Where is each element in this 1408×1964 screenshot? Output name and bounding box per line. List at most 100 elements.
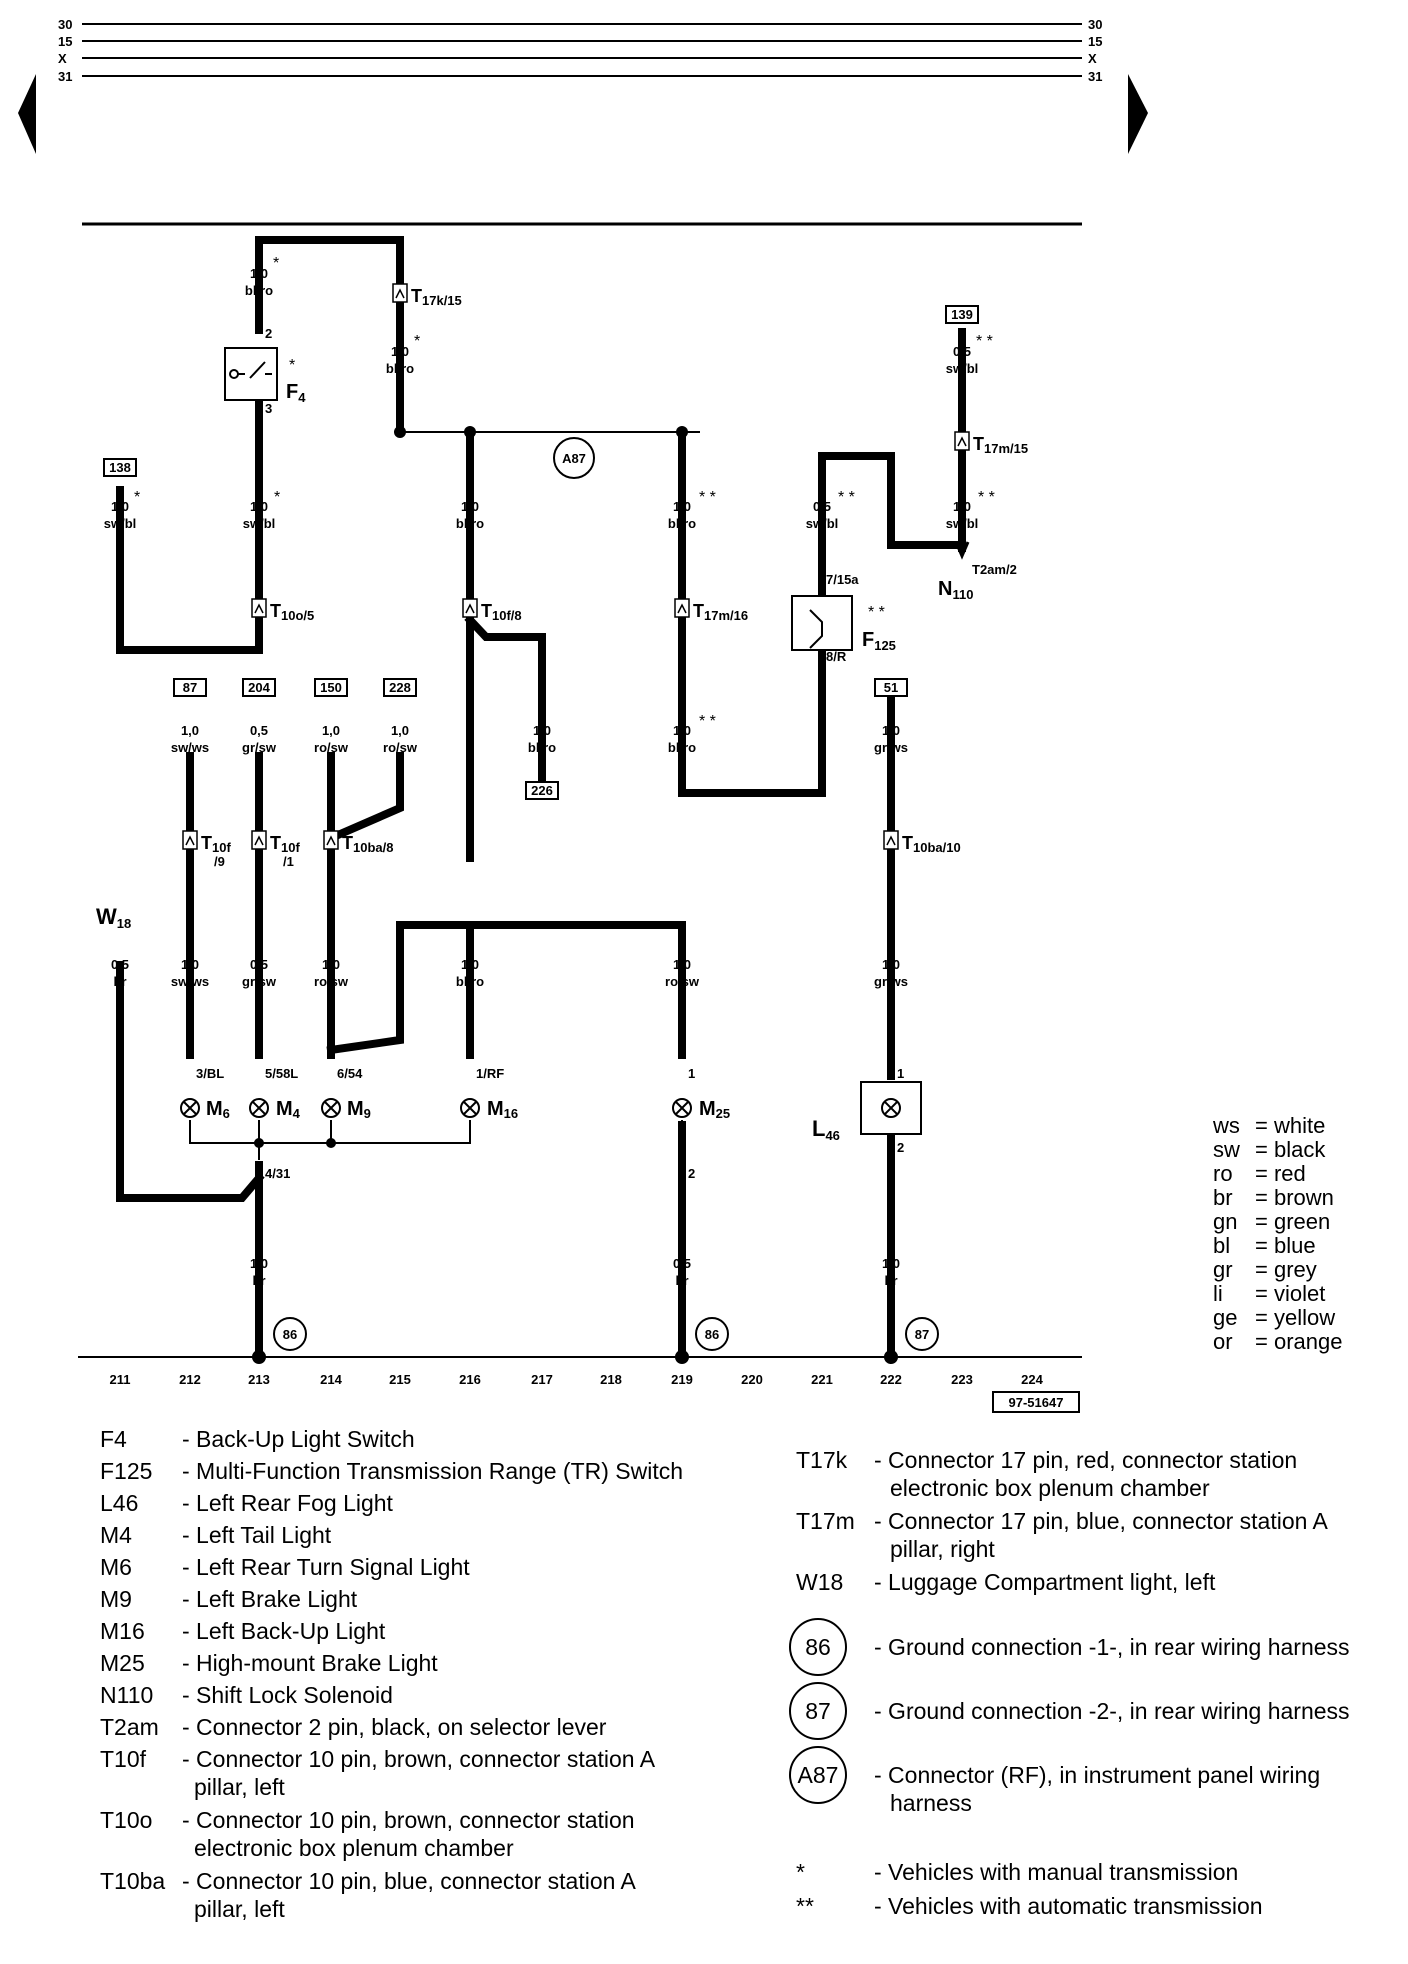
wire-label-size: 1,0: [181, 723, 199, 738]
next-page-arrow-icon[interactable]: [1128, 74, 1148, 154]
wire-label-color: gr/sw: [242, 740, 277, 755]
rail-label-31-right: 31: [1088, 69, 1102, 84]
connector-t10f1-pin: /1: [283, 854, 294, 869]
connector-t10f8-icon: [462, 598, 478, 618]
legend-connector-a87-text: A87: [798, 1762, 839, 1788]
diagram-id-box: [992, 1391, 1080, 1413]
connector-t10ba10-icon: [883, 830, 899, 850]
wire-label-size: 1,0: [953, 499, 971, 514]
connector-t10o5-label: T10o/5: [270, 601, 314, 623]
legend-entry-ground-87: - Ground connection -2-, in rear wiring …: [874, 1698, 1350, 1724]
position-number: 219: [671, 1372, 693, 1387]
color-key-row: ro= red: [1213, 1161, 1306, 1186]
auto-trans-mark: * *: [699, 489, 716, 506]
previous-page-arrow-icon[interactable]: [18, 74, 36, 154]
wire-label-size: 1,0: [461, 957, 479, 972]
wire-label-size: 1,0: [673, 723, 691, 738]
component-m16-label: M16: [487, 1098, 518, 1121]
pin-label: 8/R: [826, 649, 847, 664]
f125-switch-symbol: [791, 595, 853, 651]
n110-solenoid-symbol: [954, 541, 970, 560]
wire-label-size: 1,0: [250, 499, 268, 514]
color-key-row: br= brown: [1213, 1185, 1334, 1210]
ground-86-circle-b: [695, 1317, 729, 1351]
connector-t10f9-icon: [182, 830, 198, 850]
ref-box-51: [874, 678, 908, 697]
wire-label-color: br: [253, 1273, 266, 1288]
connector-a87-label: A87: [562, 451, 586, 466]
connector-t10f9-label: T10f: [201, 833, 231, 855]
wire-label-color: bl/ro: [456, 516, 484, 531]
position-number: 216: [459, 1372, 481, 1387]
pin-label: 1: [688, 1066, 695, 1081]
wire-label-color: ro/sw: [314, 740, 349, 755]
legend-entry-connector-a87: - Connector (RF), in instrument panel wi…: [874, 1762, 1321, 1788]
wire-label-color: bl/ro: [668, 740, 696, 755]
component-n110-label: N110: [938, 578, 973, 602]
wire-label-size: 0,5: [250, 723, 268, 738]
position-number: 217: [531, 1372, 553, 1387]
ground-86-circle-a: [273, 1317, 307, 1351]
ground-86-label-b: 86: [705, 1327, 719, 1342]
ground-87-circle: [905, 1317, 939, 1351]
position-number: 218: [600, 1372, 622, 1387]
wire-label-color: ro/sw: [383, 740, 418, 755]
position-number: 214: [320, 1372, 342, 1387]
ref-138-label: 138: [109, 460, 131, 475]
wire-label-size: 1,0: [882, 1256, 900, 1271]
position-number: 221: [811, 1372, 833, 1387]
pin-label: 1: [897, 1066, 904, 1081]
pin-label: 2: [265, 326, 272, 341]
wire-label-size: 1,0: [673, 957, 691, 972]
lamp-ground-bus: [189, 1120, 892, 1160]
wire-label-size: 1,0: [391, 344, 409, 359]
position-numbers: 211 212 213 214 215 216 217 218 219 220 …: [110, 1372, 1044, 1387]
rail-label-30-right: 30: [1088, 17, 1102, 32]
pin-label: 4/31: [265, 1166, 290, 1181]
wire-label-size: 0,5: [673, 1256, 691, 1271]
wire-label-size: 1,0: [533, 723, 551, 738]
component-m25-label: M25: [699, 1098, 730, 1121]
wire-label-color: sw/bl: [806, 516, 839, 531]
color-key-row: ge= yellow: [1213, 1305, 1336, 1330]
rail-label-31: 31: [58, 69, 72, 84]
auto-trans-mark: * *: [838, 489, 855, 506]
auto-trans-mark: * *: [699, 713, 716, 730]
position-number: 220: [741, 1372, 763, 1387]
component-legend-right: T17k- Connector 17 pin, red, connector s…: [796, 1447, 1328, 1595]
color-key-row: gr= grey: [1213, 1257, 1317, 1282]
wire-label-size: 1,0: [250, 266, 268, 281]
color-key-row: ws= white: [1213, 1113, 1326, 1138]
connector-t17m15-label: T17m/15: [973, 434, 1028, 456]
ref-139-label: 139: [951, 307, 973, 322]
component-m6-label: M6: [206, 1098, 230, 1121]
wire-label-color: ro/sw: [314, 974, 349, 989]
connector-t17m16-icon: [674, 598, 690, 618]
legend-connector-a87-symbol: [789, 1746, 847, 1804]
wire-label-size: 1,0: [322, 957, 340, 972]
connector-t17m15-icon: [954, 431, 970, 451]
ground-87-label: 87: [915, 1327, 929, 1342]
component-l46-label: L46: [812, 1116, 840, 1143]
connector-t10ba8-label: T10ba/8: [342, 833, 393, 855]
wire-label-color: br: [114, 974, 127, 989]
position-number: 211: [110, 1372, 131, 1387]
manual-trans-mark: *: [134, 489, 140, 506]
color-key-row: li= violet: [1213, 1281, 1326, 1306]
ref-box-150: [314, 678, 348, 697]
ref-box-138: [103, 458, 137, 477]
color-key-row: gn= green: [1213, 1209, 1331, 1234]
legend-entry-connector-a87-cont: harness: [890, 1790, 972, 1816]
component-m4-label: M4: [276, 1098, 301, 1121]
wire-label-size: 1,0: [181, 957, 199, 972]
auto-trans-mark: * *: [976, 333, 993, 350]
manual-trans-mark: *: [289, 357, 295, 374]
component-f4-label: F4: [286, 381, 306, 405]
pin-label: 3/BL: [196, 1066, 224, 1081]
ref-box-139: [945, 305, 979, 324]
wire-label-color: br: [676, 1273, 689, 1288]
wire-label-color: bl/ro: [528, 740, 556, 755]
legend-ground-86-text: 86: [805, 1634, 831, 1660]
wire-label-color: gr/ws: [874, 974, 908, 989]
